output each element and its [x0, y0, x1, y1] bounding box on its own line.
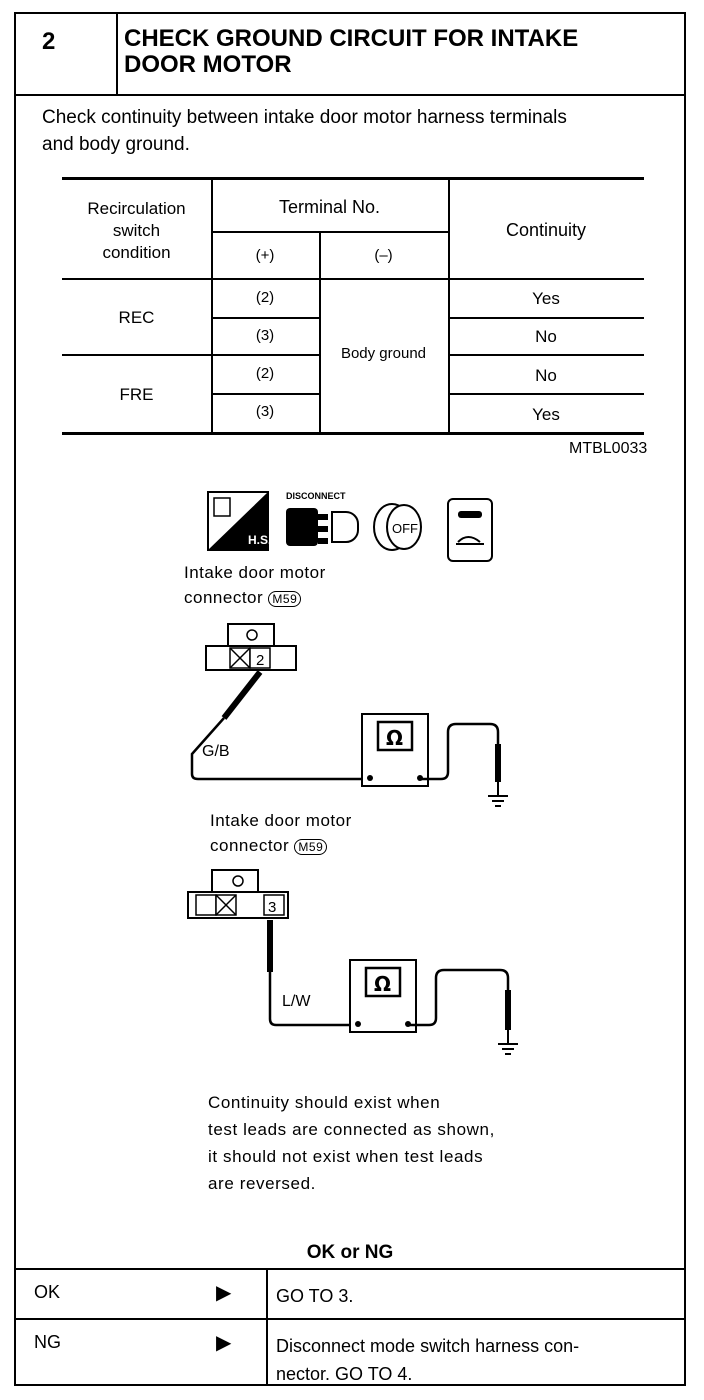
table-top-rule — [62, 177, 644, 180]
procedure-box: 2 CHECK GROUND CIRCUIT FOR INTAKE DOOR M… — [14, 12, 686, 1386]
connector-m59-diagram1: 2 — [205, 623, 297, 671]
terminal-plus: (3) — [255, 327, 275, 344]
header-condition-line2: switch — [112, 221, 161, 240]
table-line — [211, 393, 319, 395]
header-condition-line1: Recirculation — [87, 199, 186, 218]
result-condition: NG — [34, 1332, 61, 1352]
note-line2: test leads are connected as shown, — [208, 1120, 495, 1139]
instruction-line1: Check continuity between intake door mot… — [42, 107, 567, 128]
table-line — [211, 317, 319, 319]
ohmmeter: Ω — [349, 959, 417, 1033]
diagram2-label: Intake door motor connector M59 — [210, 808, 352, 858]
disconnect-label: DISCONNECT — [286, 491, 346, 501]
step-number-cell: 2 — [16, 14, 118, 94]
result-action-line1: Disconnect mode switch harness con- — [276, 1336, 580, 1356]
step-title: CHECK GROUND CIRCUIT FOR INTAKE DOOR MOT… — [124, 26, 674, 78]
test-lead — [268, 972, 356, 1027]
terminal-number: 3 — [268, 899, 276, 916]
terminal-number: 2 — [256, 652, 264, 669]
header-minus: (–) — [374, 247, 393, 264]
table-line — [448, 393, 644, 395]
diagram1-label-line2: connector M59 — [184, 585, 326, 610]
result-row-ok: OK ▶ GO TO 3. — [16, 1268, 684, 1318]
arrow-right-icon: ▶ — [216, 1282, 232, 1304]
result-action-line2: nector. GO TO 4. — [276, 1364, 413, 1384]
table-bottom-rule — [62, 432, 644, 435]
ground-icon — [488, 782, 508, 807]
table-vline — [211, 179, 213, 433]
ignition-off-icon: OFF — [373, 503, 422, 551]
connector-word: connector — [210, 836, 290, 855]
wiring-diagram: H.S. DISCONNECT OFF — [187, 491, 518, 1055]
step-number: 2 — [42, 28, 56, 55]
continuity-value: No — [535, 366, 557, 385]
header-continuity: Continuity — [505, 220, 587, 240]
off-label: OFF — [392, 521, 418, 536]
instruction-text: Check continuity between intake door mot… — [42, 104, 682, 158]
connector-code-badge: M59 — [268, 590, 302, 607]
continuity-note: Continuity should exist when test leads … — [208, 1089, 628, 1197]
result-condition: OK — [34, 1282, 61, 1302]
connector-code-badge: M59 — [294, 838, 328, 855]
connector-word: connector — [184, 588, 264, 607]
header-condition: Recirculation switch condition — [62, 198, 211, 264]
terminal-plus: (2) — [255, 289, 275, 306]
test-probe — [221, 670, 263, 720]
result-row-ng: NG ▶ Disconnect mode switch harness con-… — [16, 1318, 684, 1386]
ground-icon — [498, 1030, 518, 1055]
result-divider — [266, 1270, 268, 1318]
result-divider — [266, 1320, 268, 1386]
table-line — [62, 278, 644, 280]
result-action: Disconnect mode switch harness con- nect… — [276, 1332, 666, 1388]
hand-tester-icon: H.S. — [207, 491, 271, 551]
hs-label: H.S. — [248, 533, 271, 547]
diagram1-label-line1: Intake door motor — [184, 563, 326, 582]
diagram1-label: Intake door motor connector M59 — [184, 560, 326, 610]
table-line — [211, 231, 448, 233]
test-lead — [420, 722, 500, 781]
result-action: GO TO 3. — [276, 1286, 354, 1306]
continuity-value: Yes — [532, 405, 560, 424]
note-line3: it should not exist when test leads — [208, 1147, 484, 1166]
terminal-plus: (2) — [255, 365, 275, 382]
connector-m59-diagram2: 3 — [187, 869, 289, 919]
table-vline — [319, 231, 321, 433]
disconnect-icon: DISCONNECT — [286, 491, 359, 546]
wire-color-label: G/B — [202, 743, 230, 760]
table-vline — [448, 179, 450, 433]
ohm-symbol: Ω — [386, 726, 403, 750]
ohmmeter: Ω — [361, 713, 429, 787]
condition-fre: FRE — [119, 385, 154, 404]
arrow-right-icon: ▶ — [216, 1332, 232, 1354]
result-heading: OK or NG — [306, 1242, 394, 1263]
header-plus: (+) — [255, 247, 275, 264]
battery-icon — [447, 498, 493, 562]
table-line — [448, 354, 644, 356]
diagram2-label-line1: Intake door motor — [210, 811, 352, 830]
terminal-minus: Body ground — [340, 345, 427, 362]
note-line4: are reversed. — [208, 1174, 316, 1193]
step-title-line2: DOOR MOTOR — [124, 51, 292, 78]
wire-color-label: L/W — [282, 993, 311, 1010]
table-reference-code: MTBL0033 — [569, 440, 648, 457]
diagram2-label-line2: connector M59 — [210, 833, 352, 858]
condition-rec: REC — [118, 308, 155, 327]
test-lead — [408, 968, 510, 1027]
test-lead — [190, 717, 368, 781]
step-title-line1: CHECK GROUND CIRCUIT FOR INTAKE — [124, 25, 579, 52]
continuity-value: Yes — [532, 289, 560, 308]
terminal-plus: (3) — [255, 403, 275, 420]
table-line — [62, 354, 319, 356]
table-line — [448, 317, 644, 319]
header-terminal: Terminal No. — [278, 197, 381, 217]
header-condition-line3: condition — [102, 243, 171, 262]
note-line1: Continuity should exist when — [208, 1093, 441, 1112]
instruction-line2: and body ground. — [42, 134, 190, 155]
step-header: 2 CHECK GROUND CIRCUIT FOR INTAKE DOOR M… — [16, 14, 684, 96]
ohm-symbol: Ω — [374, 972, 391, 996]
continuity-value: No — [535, 327, 557, 346]
